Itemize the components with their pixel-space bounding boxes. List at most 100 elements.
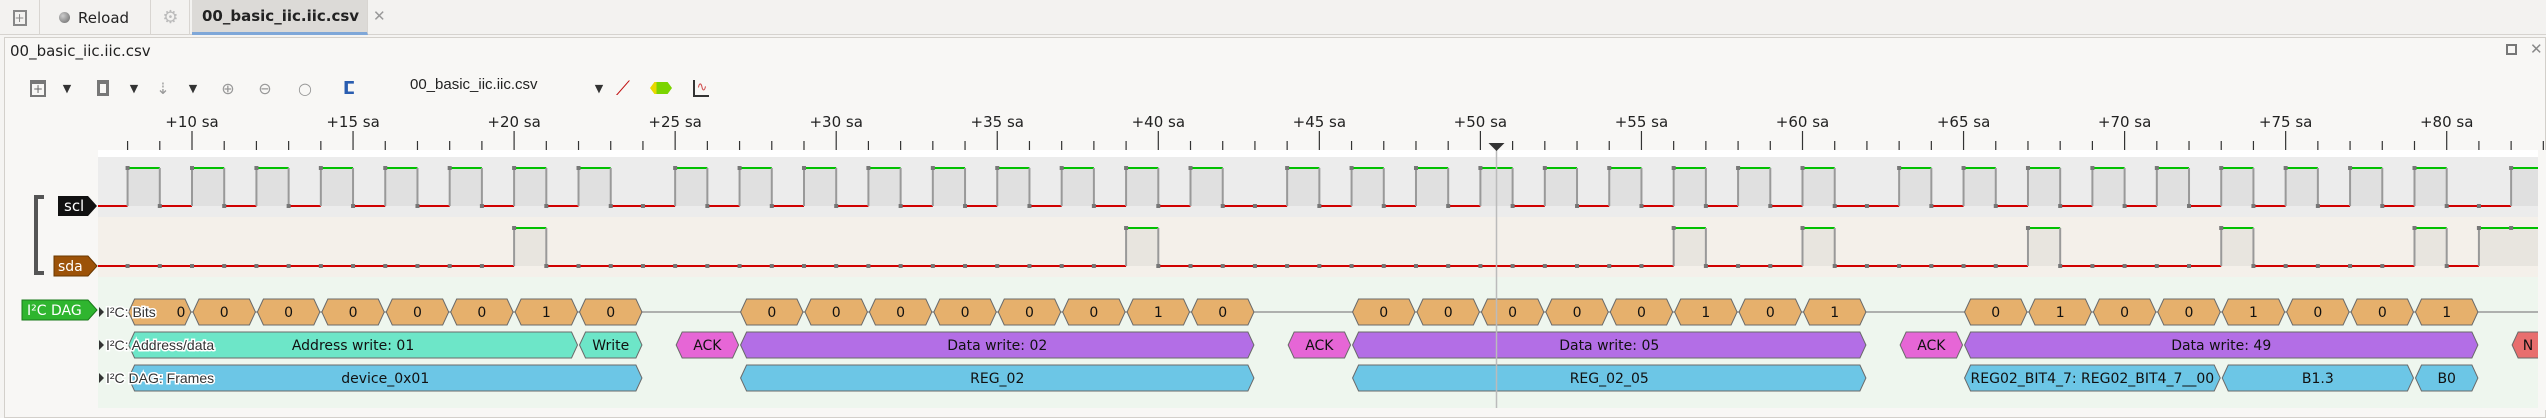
high-fill (1963, 168, 1996, 206)
annotation-label: B0 (2437, 371, 2456, 387)
add-math-button[interactable]: ∿ (690, 76, 712, 100)
sample-dot (1703, 204, 1708, 208)
annotation-box[interactable] (1126, 298, 1191, 326)
annotation-box[interactable] (1963, 364, 2221, 392)
sample-dot (544, 264, 549, 268)
high-fill (1351, 168, 1384, 206)
device-selector[interactable]: 00_basic_iic.iic.csv (410, 76, 538, 93)
annotation-box[interactable] (1545, 298, 1609, 326)
row-expand-icon (99, 307, 104, 317)
sample-dot (2476, 226, 2481, 230)
annotation-box[interactable] (514, 298, 579, 326)
annotation-box[interactable] (2092, 298, 2157, 326)
annotation-box[interactable] (1416, 298, 1480, 326)
sample-dot (1091, 264, 1096, 268)
annotation-box[interactable] (1352, 364, 1867, 392)
annotation-box[interactable] (2511, 331, 2546, 359)
annotation-box[interactable] (1609, 298, 1674, 326)
save-dropdown[interactable]: ▼ (129, 81, 139, 95)
ruler-label: +30 sa (809, 113, 862, 131)
sample-dot (447, 264, 452, 268)
annotation-box[interactable] (256, 298, 321, 326)
annotation-box[interactable] (1738, 298, 1803, 326)
annotation-box[interactable] (740, 298, 804, 326)
annotation-box[interactable] (2286, 298, 2350, 326)
probe-config-button[interactable]: ⟋ (612, 76, 634, 100)
annotation-box[interactable] (1963, 331, 2479, 359)
sample-dot (1671, 166, 1676, 170)
sample-dot (963, 204, 968, 208)
add-device-button[interactable]: + (28, 76, 48, 100)
add-device-dropdown[interactable]: ▼ (62, 81, 72, 95)
annotation-box[interactable] (675, 331, 740, 359)
add-decoder-button[interactable] (648, 76, 674, 100)
annotation-box[interactable] (1963, 298, 2028, 326)
high-fill (2414, 168, 2447, 206)
cursor-button[interactable]: ⵎ (337, 76, 361, 100)
annotation-box[interactable] (1352, 331, 1867, 359)
annotation-box[interactable] (1899, 331, 1964, 359)
ruler-label: +15 sa (326, 113, 379, 131)
annotation-box[interactable] (1062, 298, 1126, 326)
new-tab-button[interactable]: + (0, 0, 40, 35)
annotation-box[interactable] (2350, 298, 2415, 326)
annotation-box[interactable] (804, 298, 868, 326)
annotation-box[interactable] (578, 298, 643, 326)
channel-trace-sda (97, 226, 2546, 268)
sample-dot (447, 166, 452, 170)
annotation-box[interactable] (385, 298, 450, 326)
ruler-label: +25 sa (648, 113, 701, 131)
annotation-box[interactable] (192, 298, 256, 326)
annotation-box[interactable] (1190, 298, 1255, 326)
import-button[interactable]: ⇣ (154, 76, 172, 100)
import-dropdown[interactable]: ▼ (188, 81, 198, 95)
settings-tab[interactable]: ⚙ (152, 0, 190, 35)
annotation-box[interactable] (2221, 298, 2286, 326)
annotation-box[interactable] (1287, 331, 1352, 359)
annotation-box[interactable] (997, 298, 1062, 326)
annotation-box[interactable] (128, 331, 579, 359)
annotation-box[interactable] (1674, 298, 1738, 326)
annotation-box[interactable] (321, 298, 385, 326)
annotation-box[interactable] (2414, 364, 2479, 392)
zoom-in-button[interactable]: ⊕ (217, 76, 239, 100)
annotation-box[interactable] (128, 298, 192, 326)
zoom-fit-button[interactable]: ○ (294, 76, 316, 100)
close-tab-icon[interactable]: ✕ (373, 7, 386, 25)
sample-dot (125, 166, 130, 170)
annotation-box[interactable] (1802, 298, 1867, 326)
maximize-icon[interactable] (2506, 44, 2517, 55)
sample-dot (930, 264, 935, 268)
annotation-label: 0 (349, 305, 358, 321)
sample-dot (1156, 204, 1161, 208)
annotation-box[interactable] (1352, 298, 1416, 326)
annotation-label: REG_02 (970, 371, 1024, 387)
sample-dot (415, 264, 420, 268)
annotation-box[interactable] (450, 298, 514, 326)
annotation-box[interactable] (2028, 298, 2092, 326)
annotation-box[interactable] (2414, 298, 2479, 326)
save-icon (97, 80, 109, 96)
annotation-box[interactable] (933, 298, 997, 326)
reload-tab[interactable]: Reload (41, 0, 151, 35)
zoom-out-button[interactable]: ⊖ (254, 76, 276, 100)
sample-dot (1446, 264, 1451, 268)
sample-dot (318, 264, 323, 268)
annotation-box[interactable] (2221, 364, 2415, 392)
device-dropdown[interactable]: ▼ (594, 81, 604, 95)
channel-group-bracket (34, 195, 44, 275)
sample-dot (2380, 264, 2385, 268)
annotation-box[interactable] (740, 364, 1255, 392)
annotation-box[interactable] (128, 364, 643, 392)
annotation-box[interactable] (740, 331, 1255, 359)
annotation-box[interactable] (578, 331, 643, 359)
sample-dot (834, 204, 839, 208)
close-panel-icon[interactable]: ✕ (2530, 40, 2543, 58)
annotation-box[interactable] (2157, 298, 2221, 326)
sample-dot (1768, 204, 1773, 208)
save-button[interactable] (94, 76, 112, 100)
annotation-box[interactable] (868, 298, 933, 326)
sample-dot (2476, 204, 2481, 208)
tab-session[interactable]: 00_basic_iic.iic.csv ✕ (192, 0, 386, 35)
